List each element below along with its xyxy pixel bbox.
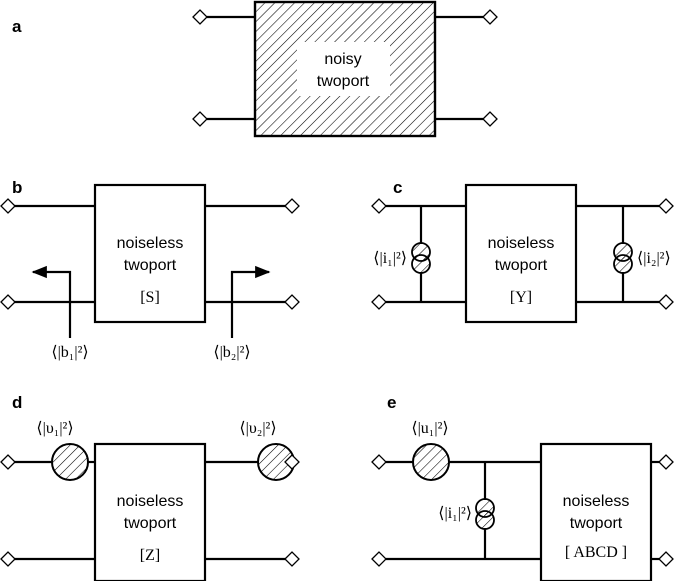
panel-d: d noiseless twoport [Z] ⟨|υ₁|²⟩ ⟨|υ₂|²⟩ — [0, 393, 300, 581]
panel-e: e noiseless twoport [ ABCD ] ⟨|u₁|²⟩ ⟨|i… — [371, 393, 674, 581]
terminal — [0, 551, 16, 567]
panel-c: c noiseless twoport [Y] ⟨|i₁|²⟩ ⟨|i₂|²⟩ — [371, 178, 674, 324]
box-label-line1: noiseless — [488, 235, 555, 252]
terminal — [284, 551, 300, 567]
box-label-line1: noisy — [324, 51, 361, 68]
terminal — [371, 551, 387, 567]
box-label-line1: noiseless — [117, 493, 184, 510]
terminal — [371, 454, 387, 470]
terminal — [192, 9, 208, 25]
terminal — [0, 198, 16, 214]
panel-a: a noisy twoport — [12, 0, 498, 138]
terminal — [482, 9, 498, 25]
terminal — [371, 294, 387, 310]
terminal — [658, 294, 674, 310]
terminal — [0, 294, 16, 310]
panel-label-e: e — [387, 393, 396, 412]
wave-label-b2: ⟨|b₂|²⟩ — [213, 344, 250, 361]
box-label-line1: noiseless — [563, 493, 630, 510]
source-label-i2: ⟨|i₂|²⟩ — [637, 250, 671, 267]
box-label-line1: noiseless — [117, 235, 184, 252]
matrix-label-abcd: [ ABCD ] — [565, 544, 627, 561]
current-source-i1 — [411, 242, 431, 274]
matrix-label-y: [Y] — [510, 289, 532, 306]
wave-label-b1: ⟨|b₁|²⟩ — [51, 344, 88, 361]
panel-label-c: c — [393, 178, 402, 197]
wave-arrow-left — [31, 265, 72, 338]
noiseless-twoport-box — [93, 183, 207, 324]
box-label-line2: twoport — [124, 515, 177, 532]
panel-b: b noiseless twoport [S] ⟨|b₁|²⟩ ⟨|b₂|²⟩ — [0, 178, 300, 361]
voltage-source-u1 — [412, 443, 450, 481]
box-label-line2: twoport — [570, 515, 623, 532]
box-label-line2: twoport — [495, 257, 548, 274]
terminal — [658, 454, 674, 470]
box-label-background — [297, 42, 390, 96]
terminal — [371, 198, 387, 214]
box-label-line2: twoport — [317, 73, 370, 90]
terminal — [192, 111, 208, 127]
noiseless-twoport-box — [539, 442, 653, 581]
terminal — [284, 454, 300, 470]
panel-label-a: a — [12, 17, 22, 36]
voltage-source-v1 — [51, 443, 89, 481]
source-label-v2: ⟨|υ₂|²⟩ — [239, 420, 276, 437]
panel-label-b: b — [12, 178, 22, 197]
terminal — [482, 111, 498, 127]
panel-label-d: d — [12, 393, 22, 412]
source-label-i1: ⟨|i₁|²⟩ — [373, 250, 407, 267]
noiseless-twoport-box — [93, 442, 207, 581]
terminal — [0, 454, 16, 470]
terminal — [284, 198, 300, 214]
source-label-i1: ⟨|i₁|²⟩ — [438, 505, 472, 522]
wave-arrow-right — [230, 265, 271, 338]
matrix-label-z: [Z] — [140, 547, 160, 564]
terminal — [284, 294, 300, 310]
current-source-i1 — [475, 498, 495, 530]
current-source-i2 — [613, 242, 633, 274]
terminal — [658, 198, 674, 214]
box-label-line2: twoport — [124, 257, 177, 274]
matrix-label-s: [S] — [140, 289, 160, 306]
terminal — [658, 551, 674, 567]
noiseless-twoport-box — [464, 183, 578, 324]
source-label-v1: ⟨|υ₁|²⟩ — [36, 420, 73, 437]
source-label-u1: ⟨|u₁|²⟩ — [411, 420, 448, 437]
